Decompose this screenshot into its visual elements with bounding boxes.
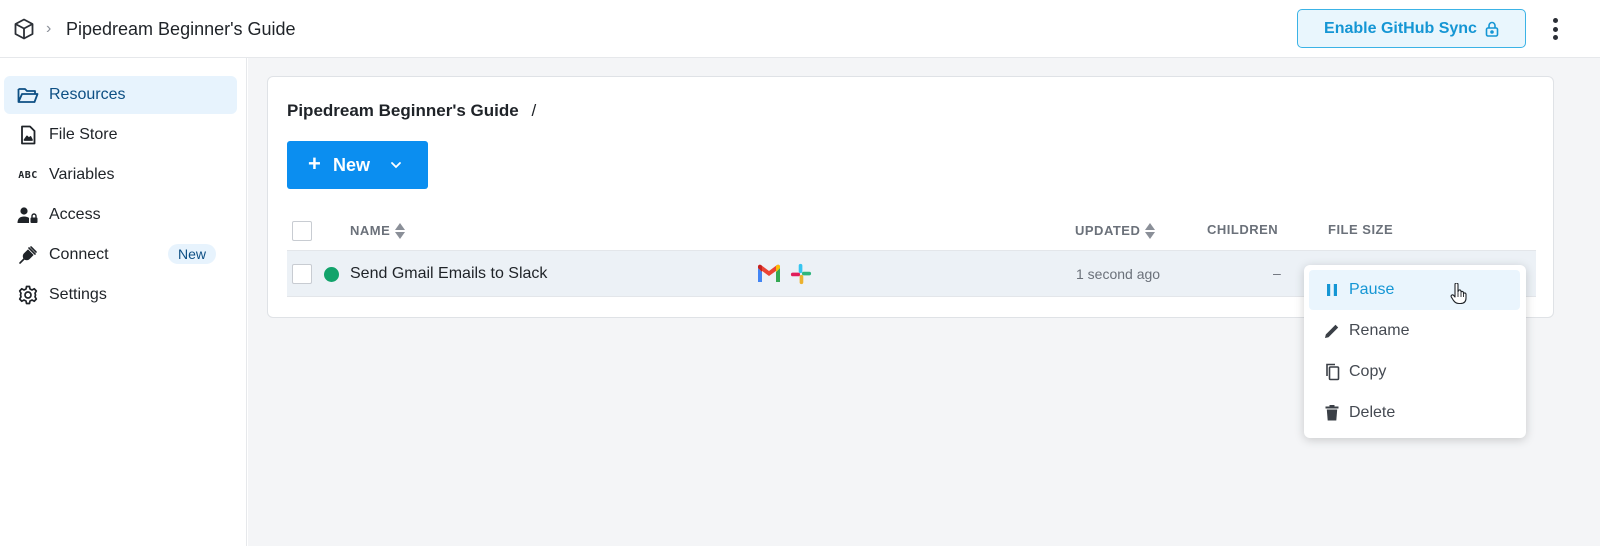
trash-icon	[1323, 404, 1341, 422]
pencil-icon	[1323, 322, 1341, 340]
file-icon	[17, 125, 39, 145]
sidebar-item-label: Settings	[49, 286, 107, 303]
table-header: NAME UPDATED CHILDREN FILE SIZE	[287, 209, 1536, 251]
sidebar-item-label: Resources	[49, 86, 126, 103]
menu-item-label: Rename	[1349, 322, 1410, 339]
sidebar-item-resources[interactable]: Resources	[4, 76, 237, 114]
pause-icon	[1323, 281, 1341, 299]
main-content: Pipedream Beginner's Guide / + New NAME …	[248, 58, 1600, 546]
workflow-name[interactable]: Send Gmail Emails to Slack	[350, 265, 548, 282]
resources-card: Pipedream Beginner's Guide / + New NAME …	[267, 76, 1554, 318]
new-badge: New	[168, 244, 217, 264]
sidebar-item-settings[interactable]: Settings	[4, 276, 237, 314]
new-button[interactable]: + New	[287, 141, 428, 189]
menu-item-copy[interactable]: Copy	[1309, 352, 1520, 392]
new-button-label: New	[333, 155, 371, 175]
breadcrumb-separator: /	[531, 101, 537, 120]
chevron-down-icon	[391, 162, 401, 169]
column-updated-header[interactable]: UPDATED	[1075, 222, 1156, 240]
folder-icon	[17, 85, 39, 105]
column-label: CHILDREN	[1207, 222, 1279, 237]
context-menu: Pause Rename Copy Delete	[1304, 265, 1526, 438]
lock-icon	[1485, 21, 1499, 37]
top-bar: › Pipedream Beginner's Guide Enable GitH…	[0, 0, 1600, 58]
gear-icon	[17, 285, 39, 305]
children-count: –	[1273, 265, 1281, 281]
sort-icon	[1145, 223, 1156, 239]
status-indicator	[324, 267, 339, 282]
select-all-checkbox[interactable]	[292, 221, 312, 241]
sidebar-item-access[interactable]: Access	[4, 196, 237, 234]
menu-item-label: Pause	[1349, 281, 1395, 298]
kebab-icon[interactable]	[1546, 16, 1564, 42]
row-checkbox[interactable]	[292, 264, 312, 284]
menu-item-rename[interactable]: Rename	[1309, 311, 1520, 351]
sidebar: Resources File Store ABC Variables Acces…	[0, 58, 247, 546]
sidebar-item-label: Variables	[49, 166, 115, 183]
breadcrumb: Pipedream Beginner's Guide /	[287, 100, 536, 122]
cube-icon[interactable]	[12, 17, 36, 41]
sidebar-item-label: Connect	[49, 246, 109, 263]
sidebar-item-label: Access	[49, 206, 101, 223]
sort-icon	[395, 223, 406, 239]
menu-item-label: Delete	[1349, 404, 1396, 421]
column-label: NAME	[350, 223, 391, 238]
github-sync-label: Enable GitHub Sync	[1324, 19, 1477, 37]
breadcrumb-project[interactable]: Pipedream Beginner's Guide	[287, 101, 519, 120]
sidebar-item-variables[interactable]: ABC Variables	[4, 156, 237, 194]
column-label: UPDATED	[1075, 223, 1141, 238]
plug-icon	[17, 245, 39, 265]
breadcrumb-separator: ›	[46, 20, 52, 37]
sidebar-item-label: File Store	[49, 126, 118, 143]
gmail-icon	[758, 264, 780, 282]
pointer-cursor-icon	[1450, 283, 1467, 305]
column-file-size-header: FILE SIZE	[1328, 222, 1393, 238]
abc-icon: ABC	[18, 169, 38, 181]
copy-icon	[1323, 363, 1341, 381]
menu-item-delete[interactable]: Delete	[1309, 393, 1520, 433]
column-label: FILE SIZE	[1328, 222, 1394, 237]
column-name-header[interactable]: NAME	[350, 222, 406, 240]
menu-item-label: Copy	[1349, 363, 1387, 380]
user-lock-icon	[17, 205, 39, 225]
updated-time: 1 second ago	[1076, 266, 1161, 282]
slack-icon	[790, 263, 812, 285]
menu-item-pause[interactable]: Pause	[1309, 270, 1520, 310]
sidebar-item-file-store[interactable]: File Store	[4, 116, 237, 154]
column-children-header: CHILDREN	[1207, 222, 1278, 238]
plus-icon: +	[308, 151, 321, 176]
enable-github-sync-button[interactable]: Enable GitHub Sync	[1297, 9, 1526, 48]
sidebar-item-connect[interactable]: Connect New	[4, 236, 237, 274]
project-title[interactable]: Pipedream Beginner's Guide	[66, 19, 296, 39]
